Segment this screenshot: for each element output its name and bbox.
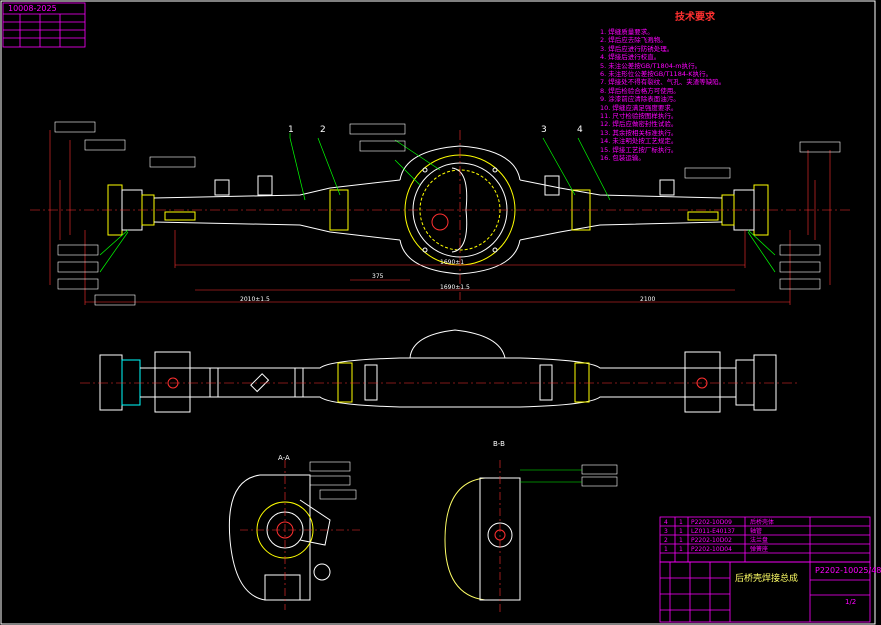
- top-left-code: 10008-2025: [8, 4, 57, 13]
- section-b-view: [444, 477, 521, 601]
- drawing-number: P2202-10025/48: [815, 566, 881, 575]
- tech-req-list: 1. 焊缝质量要求。 2. 焊后应去除飞溅物。 3. 焊后应进行防锈处理。 4.…: [600, 28, 865, 163]
- bom-qty: 1: [679, 519, 683, 526]
- axle-top-view: [99, 329, 777, 413]
- bom-qty: 1: [679, 546, 683, 553]
- tech-req-item: 8. 焊后检验合格方可使用。: [600, 86, 680, 95]
- tech-req-item: 4. 焊接后进行校直。: [600, 53, 661, 62]
- dimension-2010: 2010±1.5: [240, 296, 270, 303]
- bom-name: 弹簧座: [750, 546, 769, 553]
- tech-req-heading: 技术要求: [675, 12, 715, 23]
- balloon-2: 2: [320, 125, 326, 135]
- section-a-view: [228, 474, 331, 601]
- balloon-1: 1: [288, 125, 294, 135]
- bom-no: 4: [664, 519, 668, 526]
- tech-req-item: 7. 焊接处不得有裂纹、气孔、夹渣等缺陷。: [600, 78, 726, 87]
- tech-req-item: 12. 焊后应做密封性试验。: [600, 120, 678, 129]
- bom-no: 1: [664, 546, 668, 553]
- tech-req-item: 14. 未注明处按工艺规定。: [600, 137, 678, 146]
- section-b-label: B-B: [493, 440, 505, 448]
- bom-no: 3: [664, 528, 668, 535]
- tech-req-item: 13. 其余按相关标准执行。: [600, 128, 678, 137]
- bom-qty: 1: [679, 537, 683, 544]
- balloon-3: 3: [541, 125, 547, 135]
- tech-req-item: 16. 包装运输。: [600, 154, 645, 163]
- part-name: 后桥壳焊接总成: [735, 574, 799, 584]
- tech-req-item: 10. 焊缝应满足强度要求。: [600, 103, 678, 112]
- dimension-375: 375: [372, 273, 384, 280]
- bom-name: 法兰盘: [750, 537, 769, 544]
- tech-req-item: 1. 焊缝质量要求。: [600, 28, 654, 36]
- tolerance-frames-right: [349, 123, 841, 290]
- tech-req-item: 2. 焊后应去除飞溅物。: [600, 36, 667, 45]
- sheet-number: 1/2: [845, 598, 857, 606]
- tolerance-frames-left: [54, 121, 196, 306]
- dimension-1690: 1690±1: [440, 259, 465, 266]
- tech-req-item: 3. 焊后应进行防锈处理。: [600, 44, 674, 53]
- leader-lines: [99, 137, 776, 273]
- bom-name: 轴管: [750, 528, 763, 535]
- bom-code: P2202-10D09: [691, 519, 732, 526]
- section-a-callouts: [309, 461, 357, 500]
- bom-qty: 1: [679, 528, 683, 535]
- bom-no: 2: [664, 537, 668, 544]
- dimension-1690b: 1690±1.5: [440, 284, 470, 291]
- dimension-2100: 2100: [640, 296, 656, 303]
- bom-code: LZ011-E40137: [691, 528, 735, 535]
- section-a-label: A-A: [278, 454, 290, 462]
- bom-name: 后桥壳体: [750, 519, 775, 526]
- tech-req-item: 9. 涂漆前应清除表面油污。: [600, 95, 680, 104]
- title-block-grid: [659, 561, 871, 623]
- tech-req-item: 15. 焊接工艺按厂标执行。: [600, 145, 678, 154]
- tech-req-item: 11. 尺寸检验按图样执行。: [600, 112, 678, 121]
- bom-code: P2202-10D02: [691, 537, 732, 544]
- bom-code: P2202-10D04: [691, 546, 732, 553]
- dimension-lines: [49, 130, 831, 305]
- balloon-4: 4: [577, 125, 583, 135]
- section-b-callouts: [520, 464, 618, 487]
- tech-req-item: 6. 未注形位公差按GB/T1184-K执行。: [600, 70, 713, 79]
- tech-req-item: 5. 未注公差按GB/T1804-m执行。: [600, 61, 702, 70]
- top-left-revision-box: [2, 2, 86, 48]
